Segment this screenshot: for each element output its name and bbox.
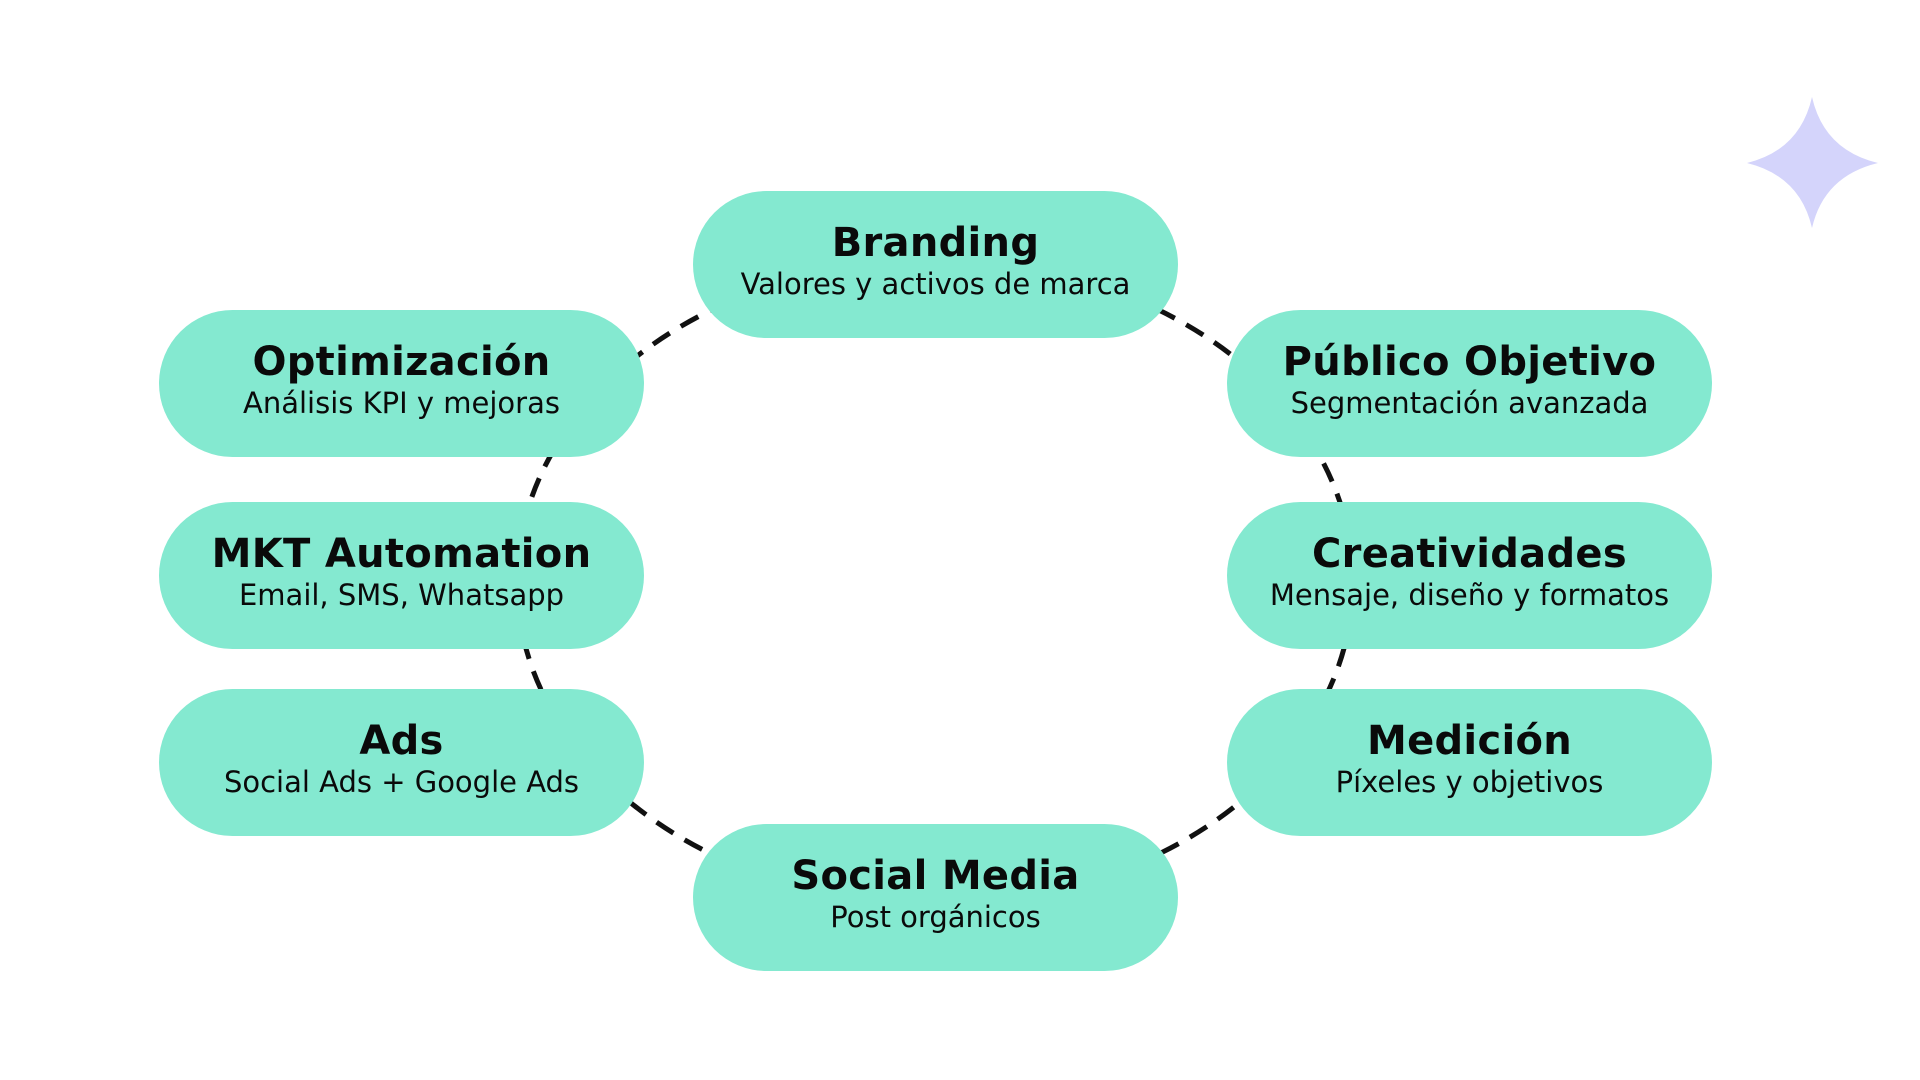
node-mkt-automation: MKT Automation Email, SMS, Whatsapp <box>159 502 644 649</box>
node-title: Ads <box>359 717 444 764</box>
node-title: Medición <box>1366 717 1573 764</box>
node-subtitle: Mensaje, diseño y formatos <box>1269 577 1670 612</box>
node-title: Público Objetivo <box>1282 338 1657 385</box>
node-subtitle: Píxeles y objetivos <box>1335 764 1604 799</box>
node-subtitle: Segmentación avanzada <box>1290 385 1649 420</box>
node-creatividades: Creatividades Mensaje, diseño y formatos <box>1227 502 1712 649</box>
node-subtitle: Análisis KPI y mejoras <box>243 385 560 420</box>
node-subtitle: Email, SMS, Whatsapp <box>238 577 565 612</box>
node-medicion: Medición Píxeles y objetivos <box>1227 689 1712 836</box>
node-title: Creatividades <box>1312 530 1627 577</box>
node-subtitle: Valores y activos de marca <box>740 266 1131 301</box>
node-ads: Ads Social Ads + Google Ads <box>159 689 644 836</box>
node-title: Branding <box>831 219 1040 266</box>
node-title: Optimización <box>252 338 551 385</box>
node-title: MKT Automation <box>211 530 592 577</box>
node-subtitle: Post orgánicos <box>830 899 1041 934</box>
node-publico-objetivo: Público Objetivo Segmentación avanzada <box>1227 310 1712 457</box>
node-optimizacion: Optimización Análisis KPI y mejoras <box>159 310 644 457</box>
node-title: Social Media <box>791 852 1080 899</box>
sparkle-star-icon <box>1747 97 1878 228</box>
node-social-media: Social Media Post orgánicos <box>693 824 1178 971</box>
node-branding: Branding Valores y activos de marca <box>693 191 1178 338</box>
node-subtitle: Social Ads + Google Ads <box>223 764 580 799</box>
